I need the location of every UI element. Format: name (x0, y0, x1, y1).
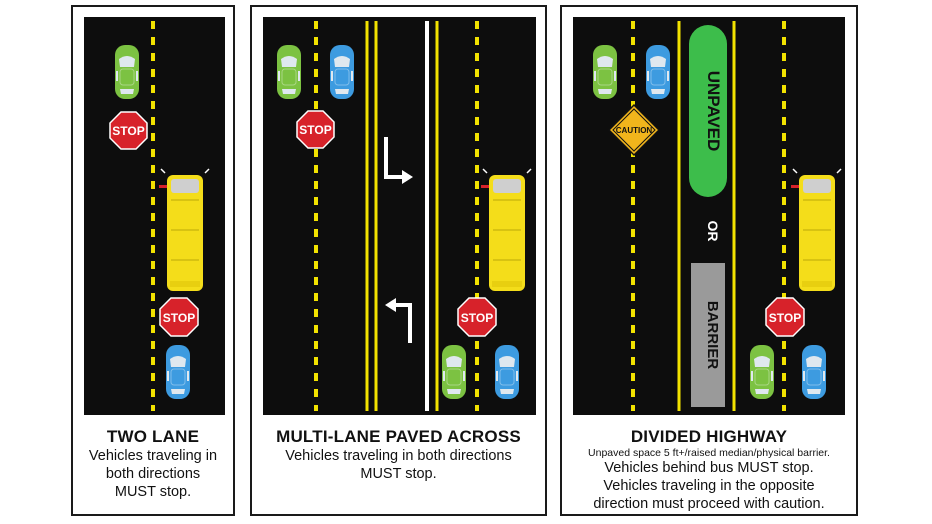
panel-title: TWO LANE (106, 427, 200, 446)
stop-sign: STOP (159, 297, 199, 337)
svg-text:STOP: STOP (769, 311, 801, 325)
svg-text:UNPAVED: UNPAVED (704, 71, 723, 152)
car-green-oncoming (276, 44, 302, 100)
panel-divided-highway: UNPAVED OR BARRIER CAUTION STOP DIVIDED … (560, 5, 858, 516)
barrier-median: BARRIER (691, 263, 725, 407)
svg-text:STOP: STOP (163, 311, 195, 325)
stop-sign: STOP (296, 110, 335, 149)
description-line: Vehicles traveling in the opposite (603, 478, 815, 494)
stop-sign: STOP (457, 297, 497, 337)
panel-title: DIVIDED HIGHWAY (630, 427, 788, 446)
caution-sign: CAUTION (607, 103, 661, 157)
or-label: OR (705, 221, 721, 242)
multi-lane-road-diagram: STOP STOP (263, 17, 536, 415)
car-blue-oncoming (645, 44, 671, 100)
description-line: Vehicles traveling in both directions (285, 448, 512, 464)
car-blue-behind (494, 344, 520, 400)
svg-text:STOP: STOP (461, 311, 493, 325)
turn-arrow-right (384, 137, 413, 184)
turn-arrow-left (385, 298, 412, 343)
svg-text:STOP: STOP (112, 124, 144, 138)
panel-two-lane: STOP STOP TWO LANE Vehicles traveling in… (71, 5, 235, 516)
description-line: Vehicles behind bus MUST stop. (604, 460, 814, 476)
car-blue-behind (801, 344, 827, 400)
unpaved-median: UNPAVED (689, 25, 727, 197)
car-green-oncoming (592, 44, 618, 100)
panel-title: MULTI-LANE PAVED ACROSS (276, 427, 521, 446)
car-green-behind (749, 344, 775, 400)
car-green-behind (441, 344, 467, 400)
stop-sign: STOP (765, 297, 805, 337)
car-green-oncoming (114, 44, 140, 100)
car-blue-behind (165, 344, 191, 400)
description-line: MUST stop. (360, 466, 437, 482)
stop-sign: STOP (109, 111, 148, 150)
svg-text:STOP: STOP (299, 123, 331, 137)
svg-text:CAUTION: CAUTION (616, 126, 653, 135)
panel-multi-lane: STOP STOP MULTI-LANE PAVED ACROSS Vehicl… (250, 5, 547, 516)
car-blue-oncoming (329, 44, 355, 100)
description-line: direction must proceed with caution. (593, 496, 825, 512)
description-line: both directions (105, 466, 201, 482)
description-line: MUST stop. (114, 484, 192, 500)
two-lane-road-diagram: STOP STOP (84, 17, 225, 415)
divided-highway-diagram: UNPAVED OR BARRIER CAUTION STOP (573, 17, 845, 415)
svg-text:BARRIER: BARRIER (704, 301, 721, 370)
description-line: Vehicles traveling in (88, 448, 218, 464)
median-note: Unpaved space 5 ft+/raised median/physic… (588, 447, 830, 459)
